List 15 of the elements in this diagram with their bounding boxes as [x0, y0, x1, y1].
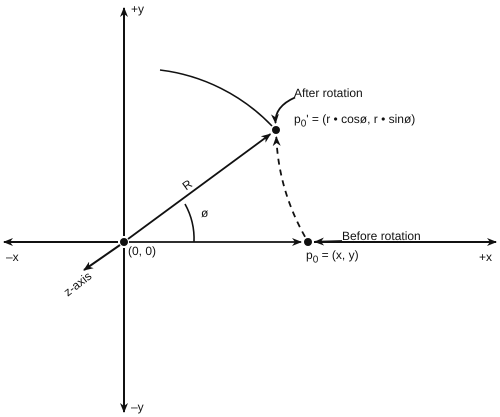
leader-line — [271, 96, 296, 124]
callout-text: After rotation — [294, 86, 363, 100]
point-label: p$_{0}$ = (x, y) — [306, 248, 359, 268]
arrow — [128, 133, 272, 240]
arrow — [129, 238, 302, 246]
axis-label: +y — [131, 2, 144, 16]
point-label: (0, 0) — [128, 244, 156, 258]
angle-label: ø — [201, 206, 208, 220]
axis-label: –x — [6, 250, 19, 264]
leader-line — [314, 238, 342, 246]
axis-label: –y — [131, 400, 144, 414]
arrow — [272, 136, 306, 238]
point-label: p$_{0}$' = (r • cosø, r • sinø) — [294, 112, 416, 132]
axis-label: +x — [479, 250, 492, 264]
callout-text: Before rotation — [342, 229, 421, 243]
